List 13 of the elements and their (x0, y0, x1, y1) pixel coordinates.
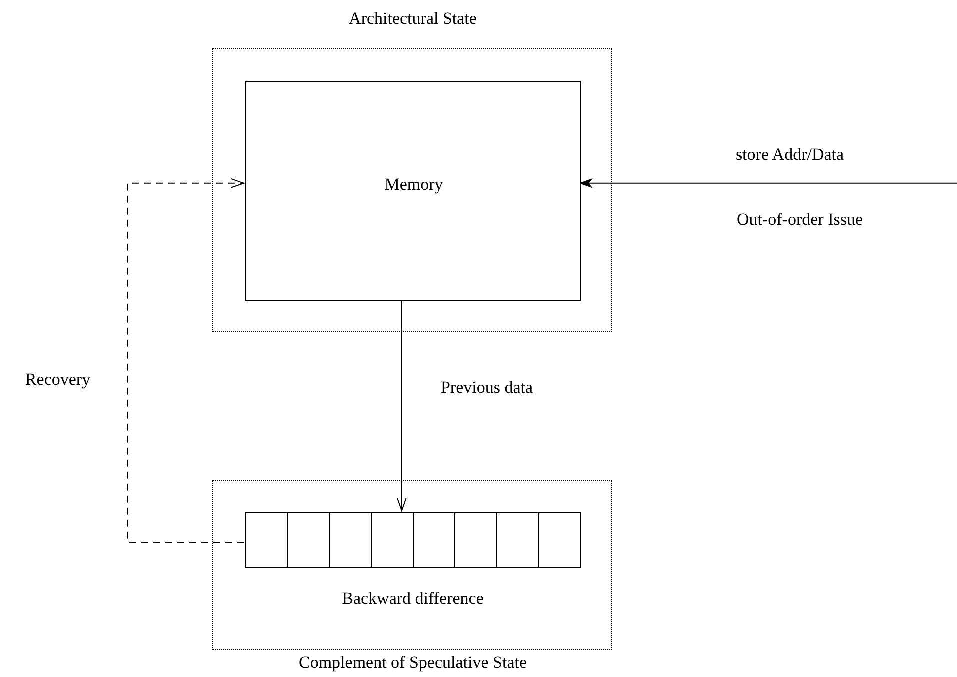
edge-label: Recovery (25, 370, 91, 390)
dashed-arrow (128, 178, 244, 544)
arrow (579, 178, 957, 188)
buffer-array (245, 512, 581, 568)
edge-label: store Addr/Data (736, 144, 844, 166)
node-label: Memory (384, 174, 444, 196)
group-title: Architectural State (349, 8, 477, 30)
annotation-text: Out-of-order Issue (736, 210, 864, 230)
group-caption: Complement of Speculative State (298, 652, 528, 674)
arrow (396, 300, 407, 512)
memory-box (245, 81, 581, 301)
edge-label: Previous data (440, 378, 534, 398)
group-label: Backward difference (342, 588, 484, 610)
